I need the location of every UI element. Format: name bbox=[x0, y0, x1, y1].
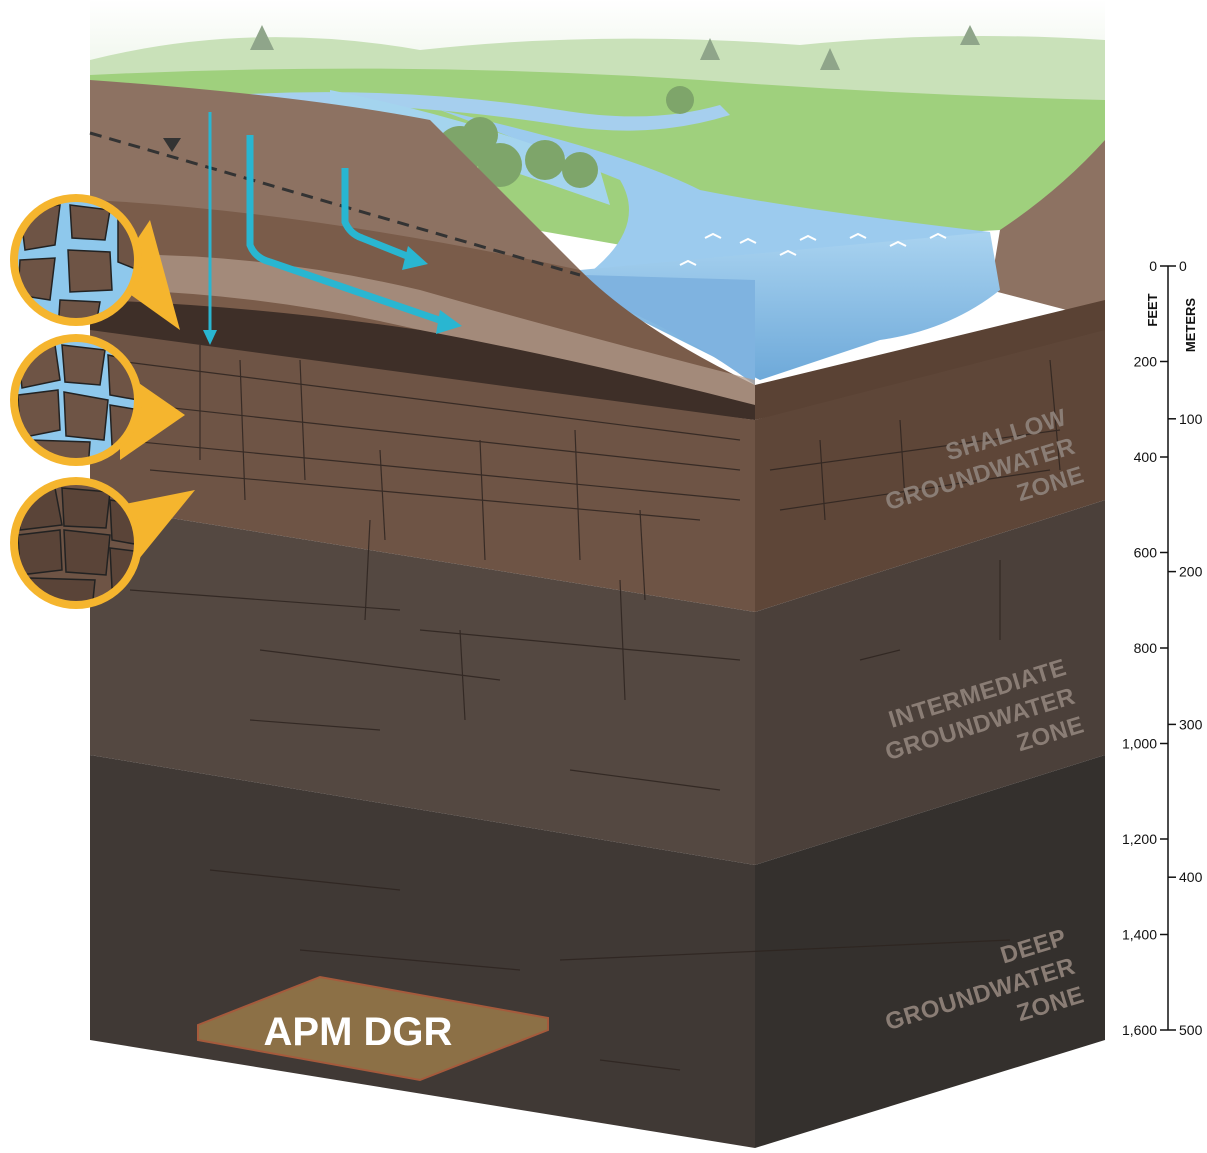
shallow-flow-arrow bbox=[341, 168, 414, 262]
meters-tick-label: 200 bbox=[1179, 564, 1203, 580]
meters-tick-label: 100 bbox=[1179, 411, 1203, 427]
feet-tick-label: 1,400 bbox=[1122, 927, 1157, 943]
porosity-callout-deep bbox=[10, 477, 195, 609]
water-ripples bbox=[679, 232, 947, 266]
lake-cross-section bbox=[580, 232, 1000, 380]
meters-tick-label: 300 bbox=[1179, 716, 1203, 732]
feet-tick-label: 1,600 bbox=[1122, 1022, 1157, 1038]
feet-tick-label: 0 bbox=[1149, 258, 1157, 274]
meters-unit-label: METERS bbox=[1183, 298, 1198, 353]
repository-label: APM DGR bbox=[264, 1010, 453, 1054]
deep-zone-side bbox=[755, 755, 1105, 1148]
distant-trees bbox=[250, 25, 980, 70]
intermediate-zone-side bbox=[755, 500, 1105, 865]
right-bank bbox=[990, 140, 1105, 320]
deep-flow-arrow bbox=[246, 135, 447, 326]
feet-unit-label: FEET bbox=[1145, 293, 1160, 326]
depth-scale: FEET METERS 0 200 400 600 800 1,000 1,200 1,400… bbox=[1122, 258, 1203, 1038]
block-right-face bbox=[755, 300, 1105, 1148]
porosity-callout-intermediate bbox=[10, 334, 185, 466]
lake-front-face bbox=[585, 275, 755, 385]
feet-tick-label: 1,200 bbox=[1122, 831, 1157, 847]
repository-hexagon bbox=[197, 975, 549, 1082]
meters-tick-label: 0 bbox=[1179, 258, 1187, 274]
shallow-zone-front bbox=[90, 330, 755, 612]
water-table-line bbox=[89, 131, 581, 277]
meters-tick-label: 400 bbox=[1179, 869, 1203, 885]
intermediate-zone-front bbox=[90, 505, 755, 865]
shallow-zone-side bbox=[755, 320, 1105, 612]
feet-tick-label: 800 bbox=[1134, 640, 1158, 656]
porosity-callout-shallow bbox=[10, 194, 180, 330]
feet-tick-label: 200 bbox=[1134, 354, 1158, 370]
meters-tick-label: 500 bbox=[1179, 1022, 1203, 1038]
feet-tick-label: 600 bbox=[1134, 545, 1158, 561]
fractures bbox=[99, 345, 1061, 1071]
repository-marker: APM DGR bbox=[197, 975, 549, 1082]
feet-tick-label: 1,000 bbox=[1122, 736, 1157, 752]
feet-tick-label: 400 bbox=[1134, 449, 1158, 465]
water-table-icon bbox=[163, 138, 181, 152]
flow-arrows bbox=[203, 112, 462, 345]
